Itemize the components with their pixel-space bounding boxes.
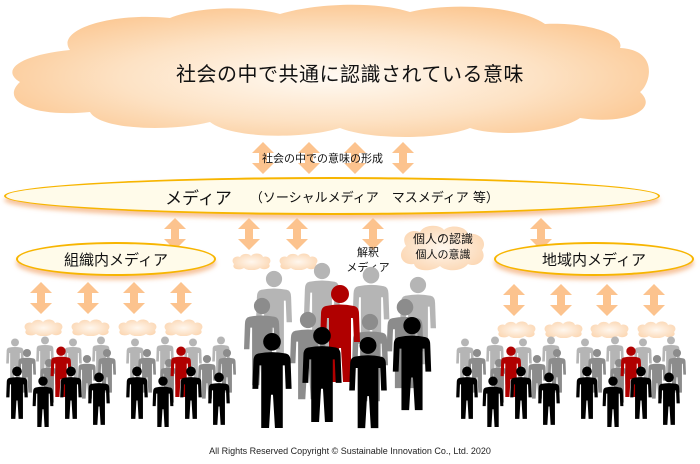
double-arrow-icon <box>550 284 572 316</box>
region-media-label: 地域内メディア <box>542 250 646 269</box>
individual-line2: 個人の意識 <box>415 248 471 261</box>
double-arrow-icon <box>643 284 665 316</box>
copyright-footer: All Rights Reserved Copyright © Sustaina… <box>209 446 491 456</box>
double-arrow-icon <box>596 284 618 316</box>
org-crowd-group-1 <box>6 336 116 427</box>
thought-puff-icon <box>162 318 204 336</box>
central-crowd-group <box>244 262 436 429</box>
double-arrow-icon <box>238 218 260 250</box>
region-crowd-group-1 <box>456 336 566 427</box>
thought-puff-icon <box>22 318 64 336</box>
double-arrow-icon <box>30 282 52 314</box>
region-crowd-group-2 <box>576 336 686 427</box>
shared-meaning-title: 社会の中で共通に認識されている意味 <box>176 62 524 86</box>
region-media-ellipse: 地域内メディア <box>494 242 694 276</box>
meaning-formation-label: 社会の中での意味の形成 <box>262 152 383 165</box>
double-arrow-icon <box>170 282 192 314</box>
org-crowd-group-2 <box>126 336 236 427</box>
top-cloud-shape <box>12 4 649 138</box>
double-arrow-icon <box>286 218 308 250</box>
thought-puff-icon <box>69 318 111 336</box>
org-media-ellipse: 組織内メディア <box>16 242 216 276</box>
thought-puff-icon <box>116 318 158 336</box>
double-arrow-icon <box>392 142 414 174</box>
individual-cloud-shape <box>400 225 485 271</box>
media-ellipse: メディア （ソーシャルメディア マスメディア 等） <box>4 177 660 215</box>
individual-line1: 個人の認識 <box>412 232 473 246</box>
org-media-label: 組織内メディア <box>64 250 168 269</box>
double-arrow-icon <box>123 282 145 314</box>
double-arrow-icon <box>503 284 525 316</box>
double-arrow-icon <box>77 282 99 314</box>
individual-label: 個人の認識 個人の意識 <box>400 232 486 262</box>
media-sublabel: （ソーシャルメディア マスメディア 等） <box>249 190 499 206</box>
interpretation-line1: 解釈 <box>357 246 379 259</box>
media-label: メディア <box>165 188 232 209</box>
